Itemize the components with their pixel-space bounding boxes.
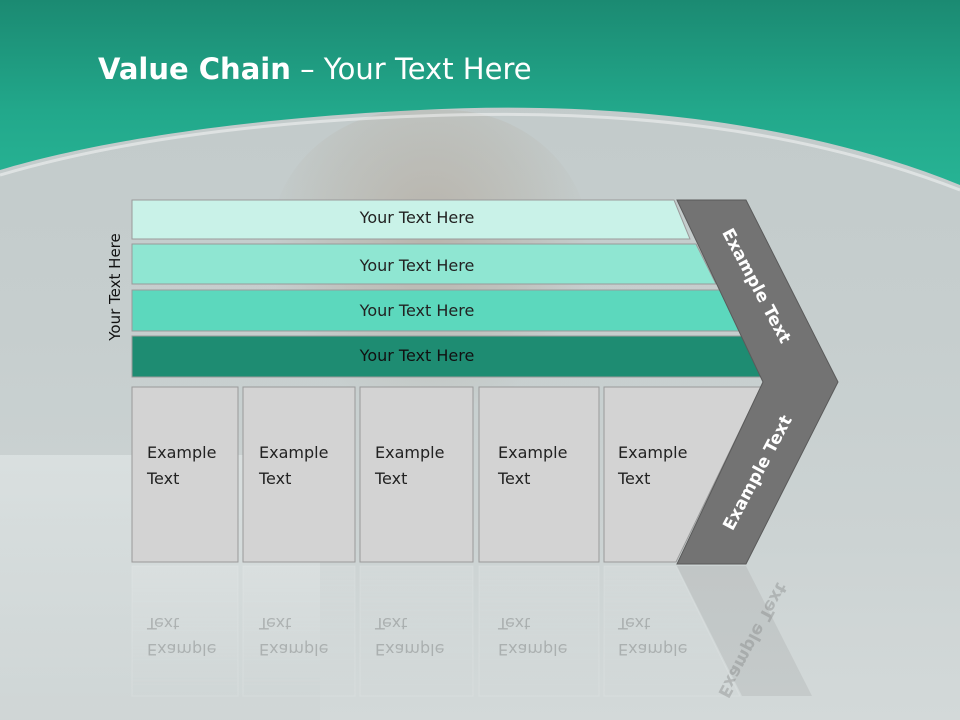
reflection-label-1-line2: Text [147,614,180,633]
row-label-3: Your Text Here [359,301,475,320]
title-bold: Value Chain [98,52,291,86]
activity-box-label-3-line2: Text [375,469,408,488]
activity-box-label-5-line2: Text [618,469,651,488]
reflection-label-5: Example Text [618,610,687,662]
header-banner [0,0,960,192]
row-label-4: Your Text Here [359,346,475,365]
row-label-1: Your Text Here [359,208,475,227]
activity-box-label-4-line1: Example [498,443,568,462]
row-label-2: Your Text Here [359,256,475,275]
title-rest: – Your Text Here [290,52,532,86]
reflection-label-5-line1: Example [618,640,688,659]
activity-box-label-2-line2: Text [259,469,292,488]
reflection [131,565,812,697]
activity-box-2 [242,386,356,563]
slide-title: Value Chain – Your Text Here [98,52,532,86]
reflection-label-3: Example Text [375,610,444,662]
activity-box-label-2-line1: Example [259,443,329,462]
activity-box-label-3-line1: Example [375,443,445,462]
activity-box-5 [603,386,762,563]
margin-chevron [676,199,839,565]
reflection-label-1: Example Text [147,610,216,662]
activity-box-1 [131,386,239,563]
activity-box-label-5-line1: Example [618,443,688,462]
activity-box-3 [359,386,474,563]
activity-box-label-4-line2: Text [498,469,531,488]
reflection-label-1-line1: Example [147,640,217,659]
reflection-label-3-line1: Example [375,640,445,659]
reflection-label-2-line2: Text [259,614,292,633]
reflection-label-2-line1: Example [259,640,329,659]
reflection-label-5-line2: Text [618,614,651,633]
row-bar-2 [131,243,717,285]
reflection-label-4-line2: Text [498,614,531,633]
reflection-label-4: Example Text [498,610,567,662]
reflection-label-3-line2: Text [375,614,408,633]
activity-box-label-1-line1: Example [147,443,217,462]
reflection-label-4-line1: Example [498,640,568,659]
activity-box-label-1-line2: Text [147,469,180,488]
activity-box-4 [478,386,600,563]
reflection-label-2: Example Text [259,610,328,662]
row-bar-1 [131,199,691,240]
